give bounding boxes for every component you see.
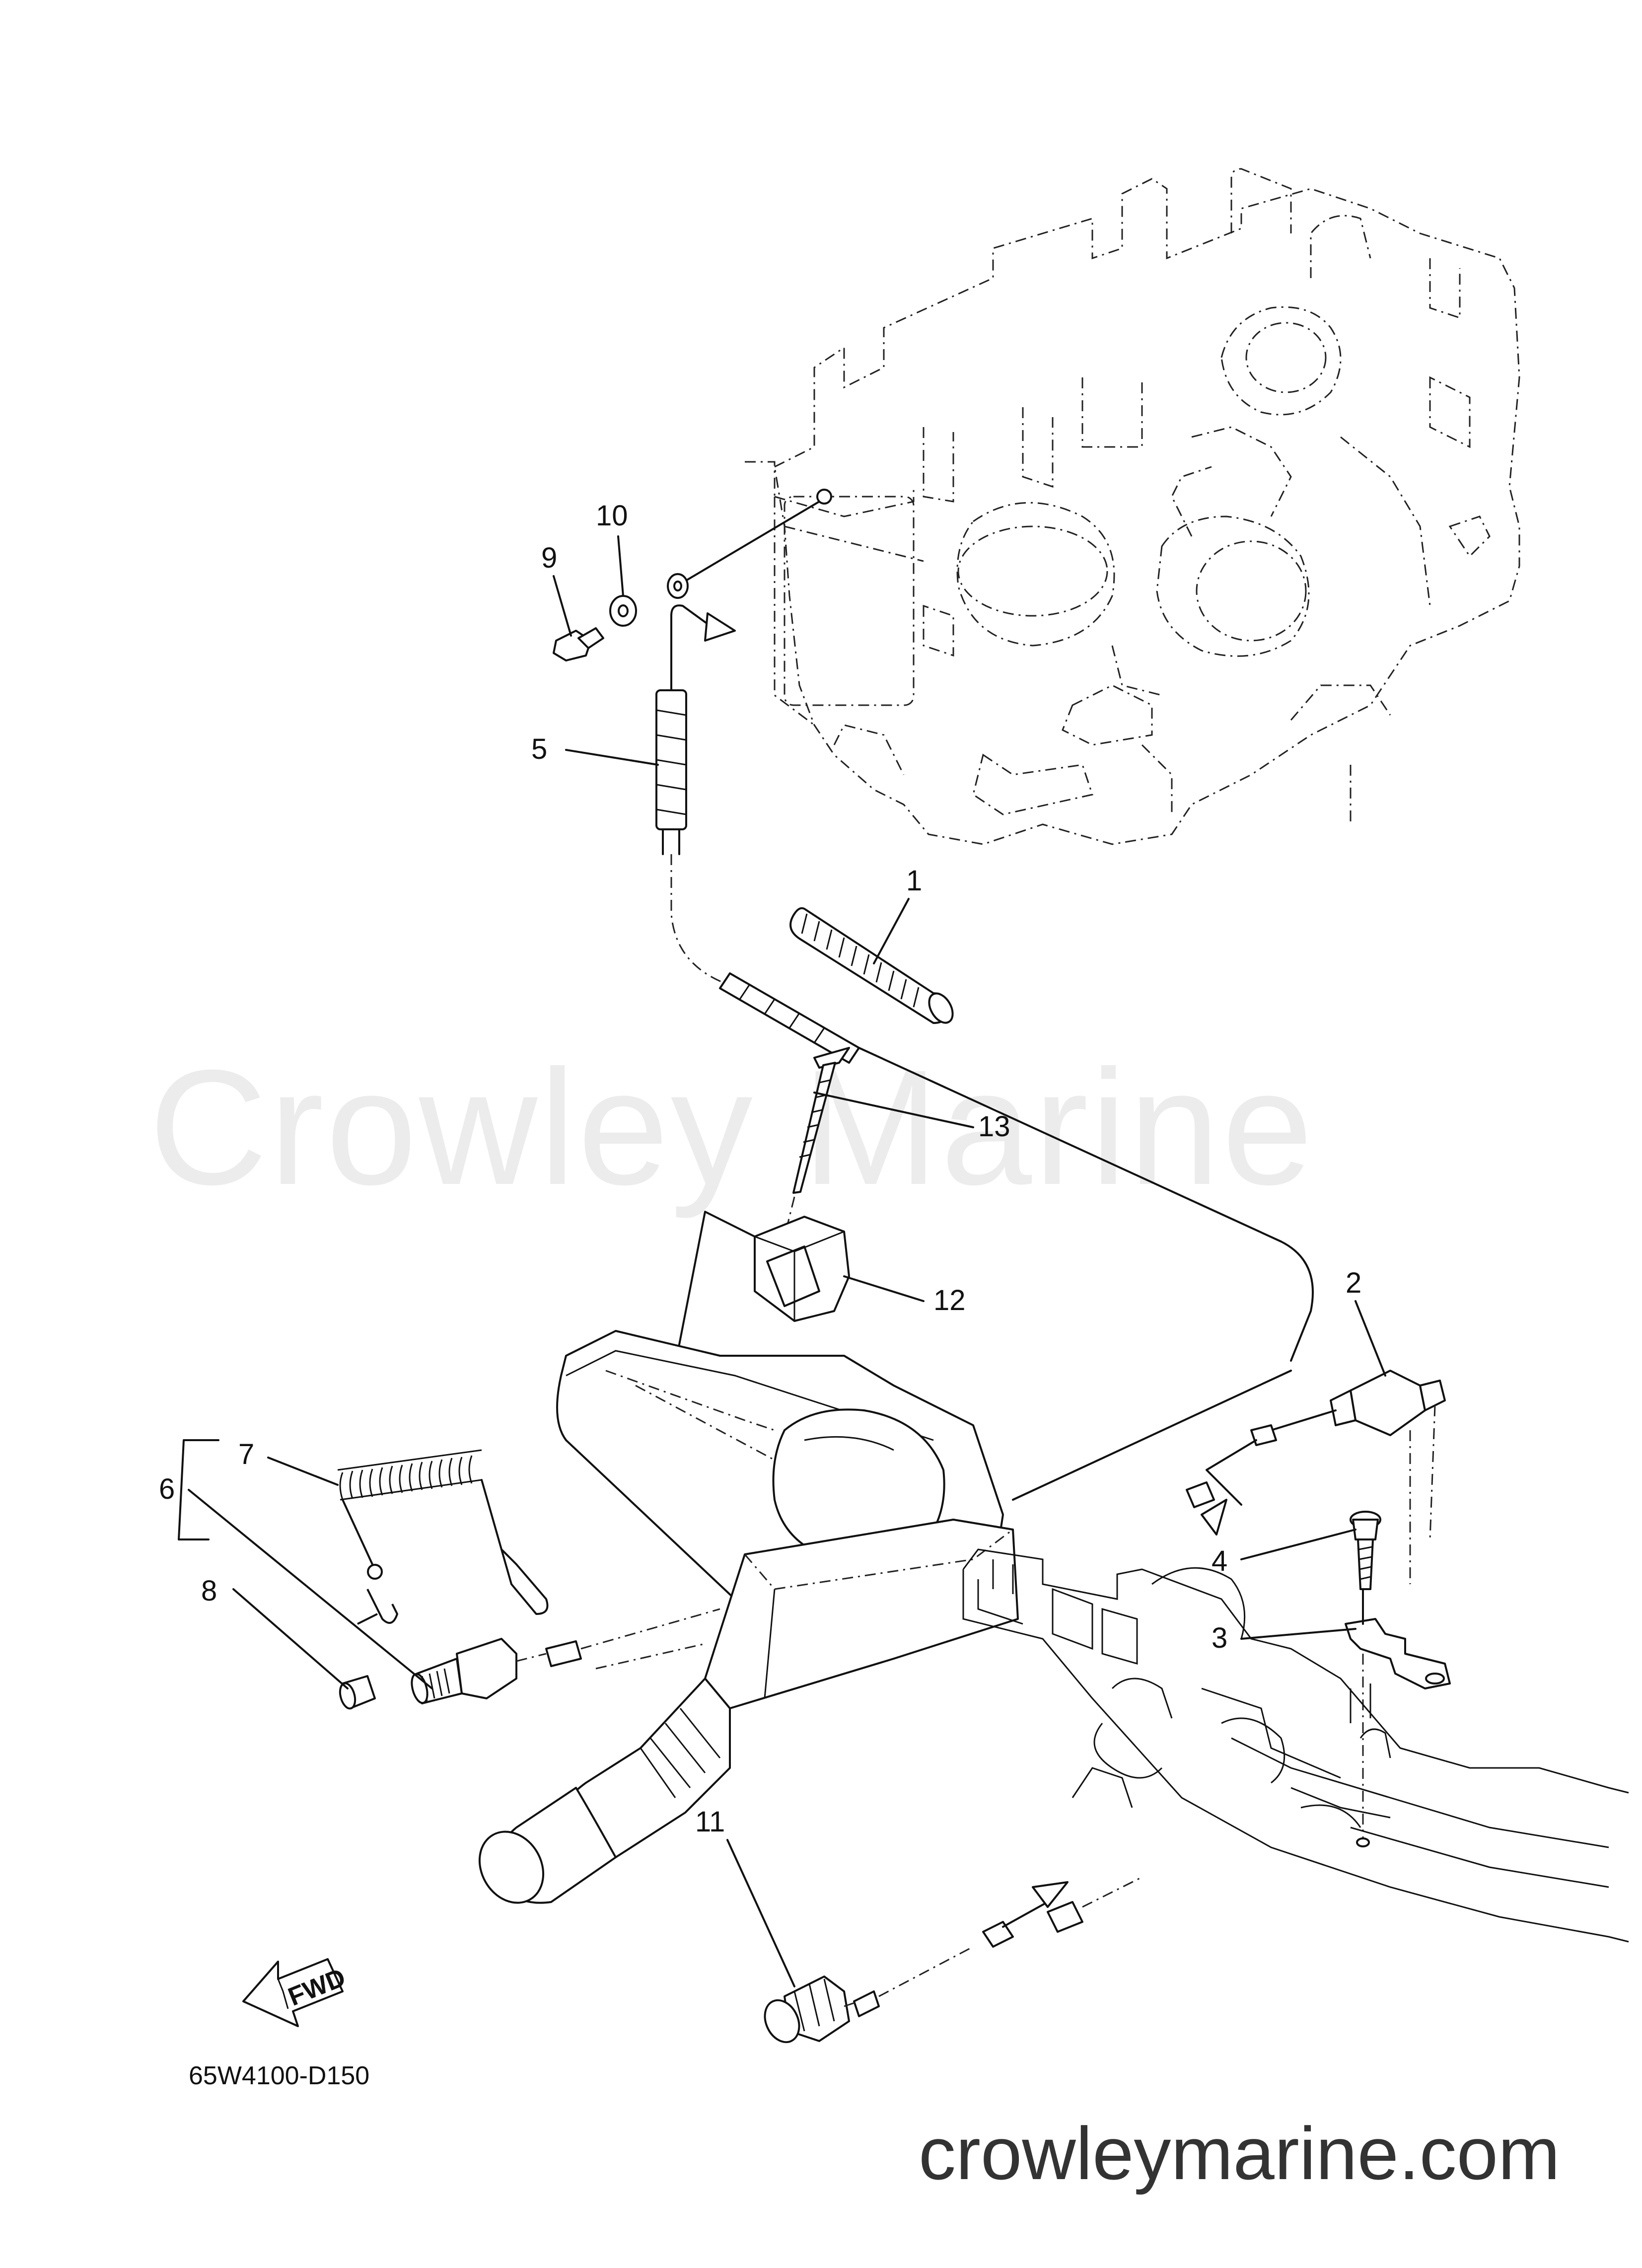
lead-wire-part-5 [655,604,736,984]
leader-11 [726,1839,795,1987]
website-link[interactable]: crowleymarine.com [919,2112,1560,2195]
switch-part-11 [764,1876,1142,2044]
bolt-hole [816,489,832,505]
engine-block-outline [745,168,1520,845]
callout-5: 5 [531,733,548,765]
callout-13: 13 [978,1110,1010,1143]
callout-12: 12 [933,1284,966,1317]
bolt-part-9 [553,627,604,661]
diagram-code: 65W4100-D150 [189,2061,370,2090]
callout-3: 3 [1212,1622,1228,1654]
lower-cowling-outline [962,1548,1629,1943]
leader-bolt-line [684,501,820,582]
switch-part-2 [1186,1370,1446,1584]
lanyard-part-7 [337,1449,549,1625]
leader-3 [1240,1628,1356,1640]
harness-cable [858,1047,1314,1501]
bolt-part-4 [1350,1511,1381,1590]
bracket-part-3 [1345,1588,1451,1837]
fwd-arrow-icon: FWD [242,1958,350,2027]
harness-sleeve [719,972,860,1064]
callout-4: 4 [1212,1545,1228,1577]
callout-10: 10 [596,500,628,532]
leader-8 [232,1588,349,1689]
bracket-6-7-8 [178,1439,219,1540]
callout-2: 2 [1346,1267,1362,1299]
cap-part-8 [339,1675,376,1710]
leader-9 [553,575,572,637]
leader-6 [188,1489,433,1689]
leader-5 [565,749,659,766]
leader-2 [1355,1300,1386,1377]
leader-13 [813,1092,974,1128]
callout-6: 6 [159,1473,175,1505]
leader-10 [617,535,624,597]
callout-1: 1 [906,865,923,897]
corrugated-tube-part-1 [789,907,954,1024]
stop-switch-part-6 [411,1608,720,1704]
screw-part-13 [784,1047,850,1237]
clip-part-12 [669,1211,850,1391]
washer-part-10 [609,573,689,627]
callout-leaders [178,535,1386,1987]
leader-4 [1240,1529,1356,1560]
callout-7: 7 [238,1438,255,1470]
leader-7 [267,1457,339,1486]
callout-9: 9 [541,542,558,574]
callout-11: 11 [695,1806,725,1838]
leader-1 [873,898,910,964]
callout-8: 8 [201,1575,217,1607]
leader-12 [843,1275,925,1302]
watermark-text: Crowley Marine [149,1035,1315,1219]
tiller-handle [478,1330,1019,1904]
